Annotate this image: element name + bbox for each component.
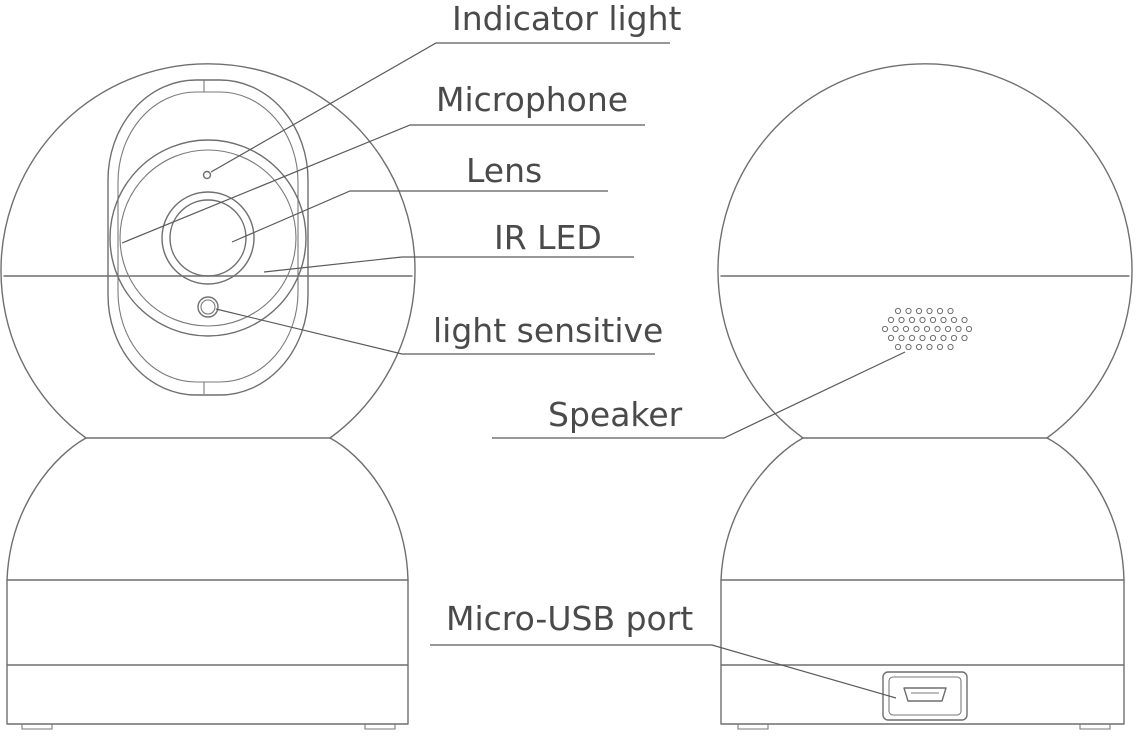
speaker-hole [929, 334, 937, 342]
speaker-hole [908, 334, 916, 342]
front-lens-bezel-outer [109, 139, 307, 337]
speaker-hole [936, 307, 944, 315]
light-sensor-inner [200, 299, 216, 315]
speaker-hole [919, 334, 926, 342]
front-base-dome [6, 437, 409, 581]
speaker-hole [894, 307, 902, 315]
front-lens-glass [169, 199, 247, 277]
speaker-hole [955, 325, 962, 333]
label-micro-usb-port: Micro-USB port [446, 599, 693, 638]
back-base-body [720, 579, 1125, 666]
leader-micro-usb-port [430, 644, 897, 699]
label-light-sensitive: light sensitive [433, 311, 663, 350]
usb-port-frame [888, 676, 962, 716]
speaker-hole [923, 325, 931, 333]
front-base-foot [6, 664, 409, 725]
speaker-hole [892, 325, 899, 333]
back-base-dome [720, 437, 1125, 581]
front-view-camera [0, 63, 416, 730]
back-head-shell [717, 63, 1133, 439]
speaker-hole [915, 343, 923, 351]
front-feet [21, 724, 396, 730]
speaker-hole [905, 307, 912, 315]
back-base-foot [720, 664, 1125, 725]
back-view-camera [717, 63, 1133, 730]
leader-microphone [121, 124, 645, 244]
speaker-hole [887, 316, 895, 324]
label-indicator-light: Indicator light [452, 0, 682, 38]
leader-lens [231, 190, 608, 243]
speaker-hole [940, 316, 947, 324]
back-feet [737, 724, 1111, 730]
front-head-shell [0, 63, 416, 439]
speaker-hole [950, 316, 958, 324]
label-microphone: Microphone [436, 80, 628, 119]
speaker-hole [961, 316, 968, 324]
speaker-hole [926, 343, 933, 351]
front-base-body [6, 579, 409, 666]
leader-ir-led [263, 256, 634, 273]
leader-speaker [492, 351, 906, 439]
speaker-hole [926, 307, 933, 315]
speaker-hole [908, 316, 916, 324]
speaker-hole [944, 325, 952, 333]
label-ir-led: IR LED [494, 218, 602, 257]
label-lens: Lens [466, 151, 542, 190]
speaker-hole [915, 307, 923, 315]
speaker-hole [965, 325, 973, 333]
speaker-hole [947, 343, 954, 351]
front-lens-ring [161, 191, 255, 285]
front-face-plate-outer [107, 79, 309, 396]
leader-light-sensitive [215, 308, 655, 355]
front-face-plate-inner [117, 91, 299, 383]
speaker-hole [936, 343, 944, 351]
speaker-hole [887, 334, 895, 342]
indicator-light-dot [202, 170, 212, 180]
speaker-hole [894, 343, 902, 351]
speaker-hole [961, 334, 968, 342]
speaker-grille [881, 307, 973, 351]
speaker-hole [902, 325, 910, 333]
speaker-hole [898, 334, 905, 342]
speaker-hole [934, 325, 941, 333]
speaker-hole [940, 334, 947, 342]
callout-labels: Indicator light Microphone Lens IR LED l… [433, 0, 693, 638]
usb-port-socket [903, 687, 947, 702]
speaker-hole [947, 307, 954, 315]
leader-lines [121, 42, 906, 699]
speaker-hole [905, 343, 912, 351]
speaker-hole [919, 316, 926, 324]
speaker-hole [950, 334, 958, 342]
speaker-hole [913, 325, 920, 333]
leader-indicator-light [210, 42, 670, 173]
front-lens-bezel-inner [119, 149, 297, 327]
speaker-hole [898, 316, 905, 324]
speaker-hole [929, 316, 937, 324]
light-sensor-outer [197, 296, 219, 318]
speaker-hole [881, 325, 889, 333]
label-speaker: Speaker [548, 395, 683, 434]
usb-port-housing [882, 671, 968, 721]
